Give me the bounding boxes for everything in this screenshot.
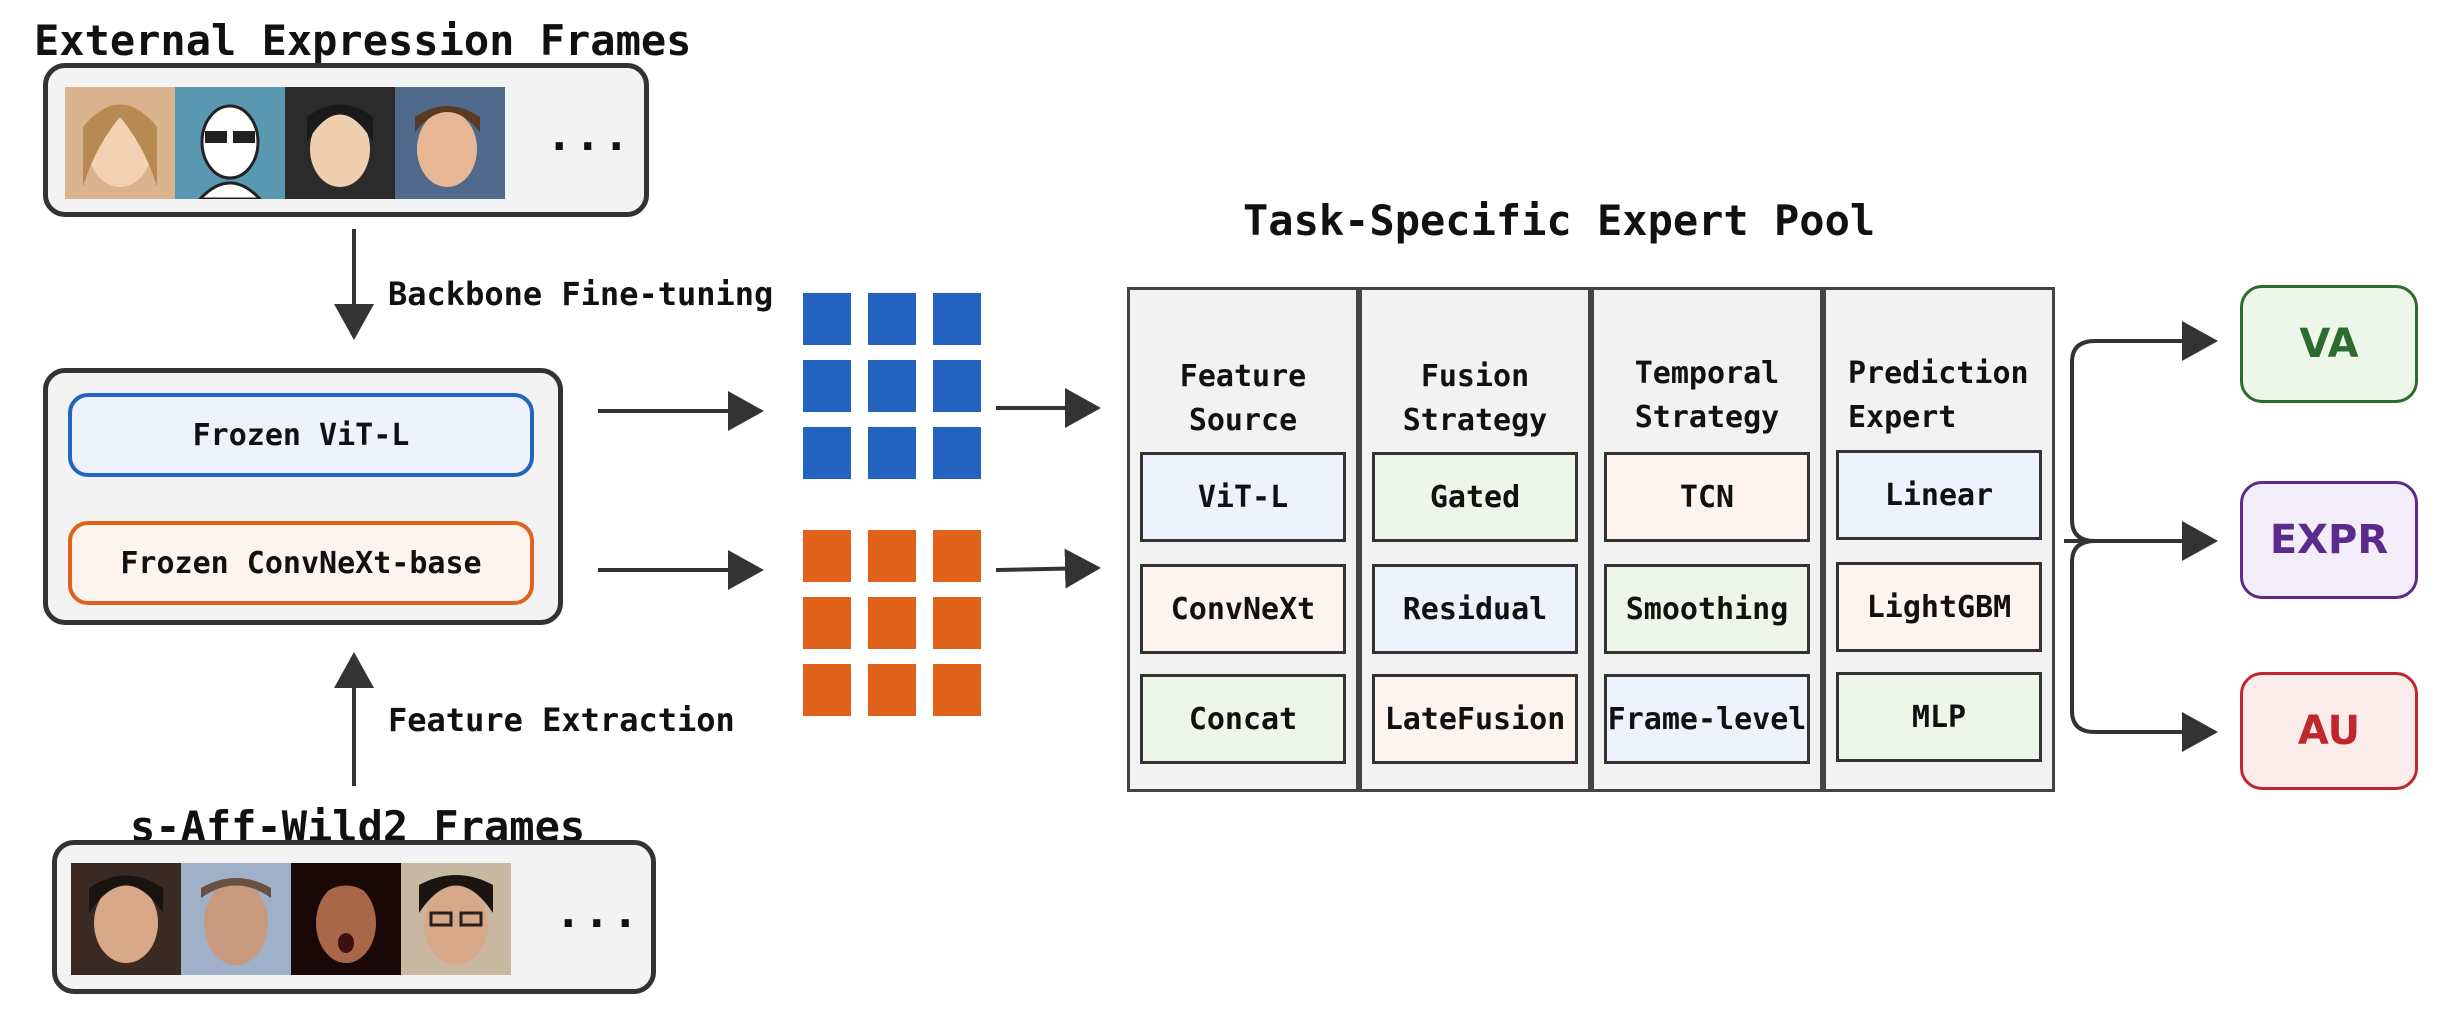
- convnext-grid-to-pool-arrow: [995, 548, 1101, 589]
- fusion-gated: Gated: [1372, 452, 1578, 542]
- convnext-feature-cell: [933, 530, 981, 582]
- frozen-vit-backbone: Frozen ViT-L: [68, 393, 534, 477]
- vit-feature-cell: [803, 360, 851, 412]
- temporal-strategy-column: Temporal Strategy TCN Smoothing Frame-le…: [1591, 287, 1823, 792]
- fusion-latefusion: LateFusion: [1372, 674, 1578, 764]
- expert-mlp: MLP: [1836, 672, 2042, 762]
- output-brace-lower: [2070, 539, 2218, 752]
- expert-lightgbm: LightGBM: [1836, 562, 2042, 652]
- prediction-expert-column: Prediction Expert Linear LightGBM MLP: [1823, 287, 2055, 792]
- output-au: AU: [2240, 672, 2418, 790]
- feature-source-vit: ViT-L: [1140, 452, 1346, 542]
- feature-source-convnext: ConvNeXt: [1140, 564, 1346, 654]
- vit-feature-cell: [868, 427, 916, 479]
- output-expr: EXPR: [2240, 481, 2418, 599]
- feature-extraction-label: Feature Extraction: [388, 701, 735, 739]
- convnext-feature-cell: [803, 530, 851, 582]
- convnext-feature-grid: [803, 530, 981, 716]
- face-thumbnail-5: [71, 863, 181, 975]
- prediction-expert-header: Prediction Expert: [1848, 356, 2029, 435]
- feature-source-concat: Concat: [1140, 674, 1346, 764]
- external-frames-title: External Expression Frames: [34, 16, 692, 65]
- fusion-residual: Residual: [1372, 564, 1578, 654]
- convnext-feature-cell: [868, 597, 916, 649]
- more-frames-ellipsis: ...: [546, 110, 632, 161]
- feature-source-column: Feature Source ViT-L ConvNeXt Concat: [1127, 287, 1359, 792]
- backbone-container: Frozen ViT-L Frozen ConvNeXt-base: [43, 368, 563, 625]
- vit-feature-grid: [803, 293, 981, 479]
- convnext-feature-cell: [868, 664, 916, 716]
- temporal-frame-level: Frame-level: [1604, 674, 1810, 764]
- vit-feature-cell: [868, 360, 916, 412]
- temporal-strategy-header: Temporal Strategy: [1634, 356, 1780, 435]
- convnext-feature-cell: [933, 664, 981, 716]
- temporal-smoothing: Smoothing: [1604, 564, 1810, 654]
- output-va: VA: [2240, 285, 2418, 403]
- more-frames-ellipsis-2: ...: [555, 887, 641, 938]
- face-thumbnail-2: [175, 87, 285, 199]
- expert-linear: Linear: [1836, 450, 2042, 540]
- vit-feature-cell: [933, 360, 981, 412]
- output-brace: [2070, 321, 2218, 543]
- vit-feature-cell: [933, 293, 981, 345]
- vit-feature-cell: [803, 427, 851, 479]
- backbone-finetuning-label: Backbone Fine-tuning: [388, 275, 774, 313]
- fusion-strategy-column: Fusion Strategy Gated Residual LateFusio…: [1359, 287, 1591, 792]
- convnext-feature-cell: [803, 664, 851, 716]
- convnext-feature-cell: [803, 597, 851, 649]
- face-thumbnail-8: [401, 863, 511, 975]
- face-thumbnail-7: [291, 863, 401, 975]
- vit-feature-cell: [933, 427, 981, 479]
- vit-feature-cell: [868, 293, 916, 345]
- face-thumbnail-1: [65, 87, 175, 199]
- temporal-tcn: TCN: [1604, 452, 1810, 542]
- convnext-feature-cell: [868, 530, 916, 582]
- frozen-convnext-backbone: Frozen ConvNeXt-base: [68, 521, 534, 605]
- face-thumbnail-3: [285, 87, 395, 199]
- feature-source-header: Feature Source: [1179, 359, 1307, 438]
- external-frames-box: ...: [43, 63, 649, 217]
- convnext-feature-cell: [933, 597, 981, 649]
- vit-feature-cell: [803, 293, 851, 345]
- fusion-strategy-header: Fusion Strategy: [1402, 359, 1548, 438]
- expert-pool-title: Task-Specific Expert Pool: [1243, 196, 1876, 245]
- saff-frames-box: ...: [52, 840, 656, 994]
- face-thumbnail-6: [181, 863, 291, 975]
- face-thumbnail-4: [395, 87, 505, 199]
